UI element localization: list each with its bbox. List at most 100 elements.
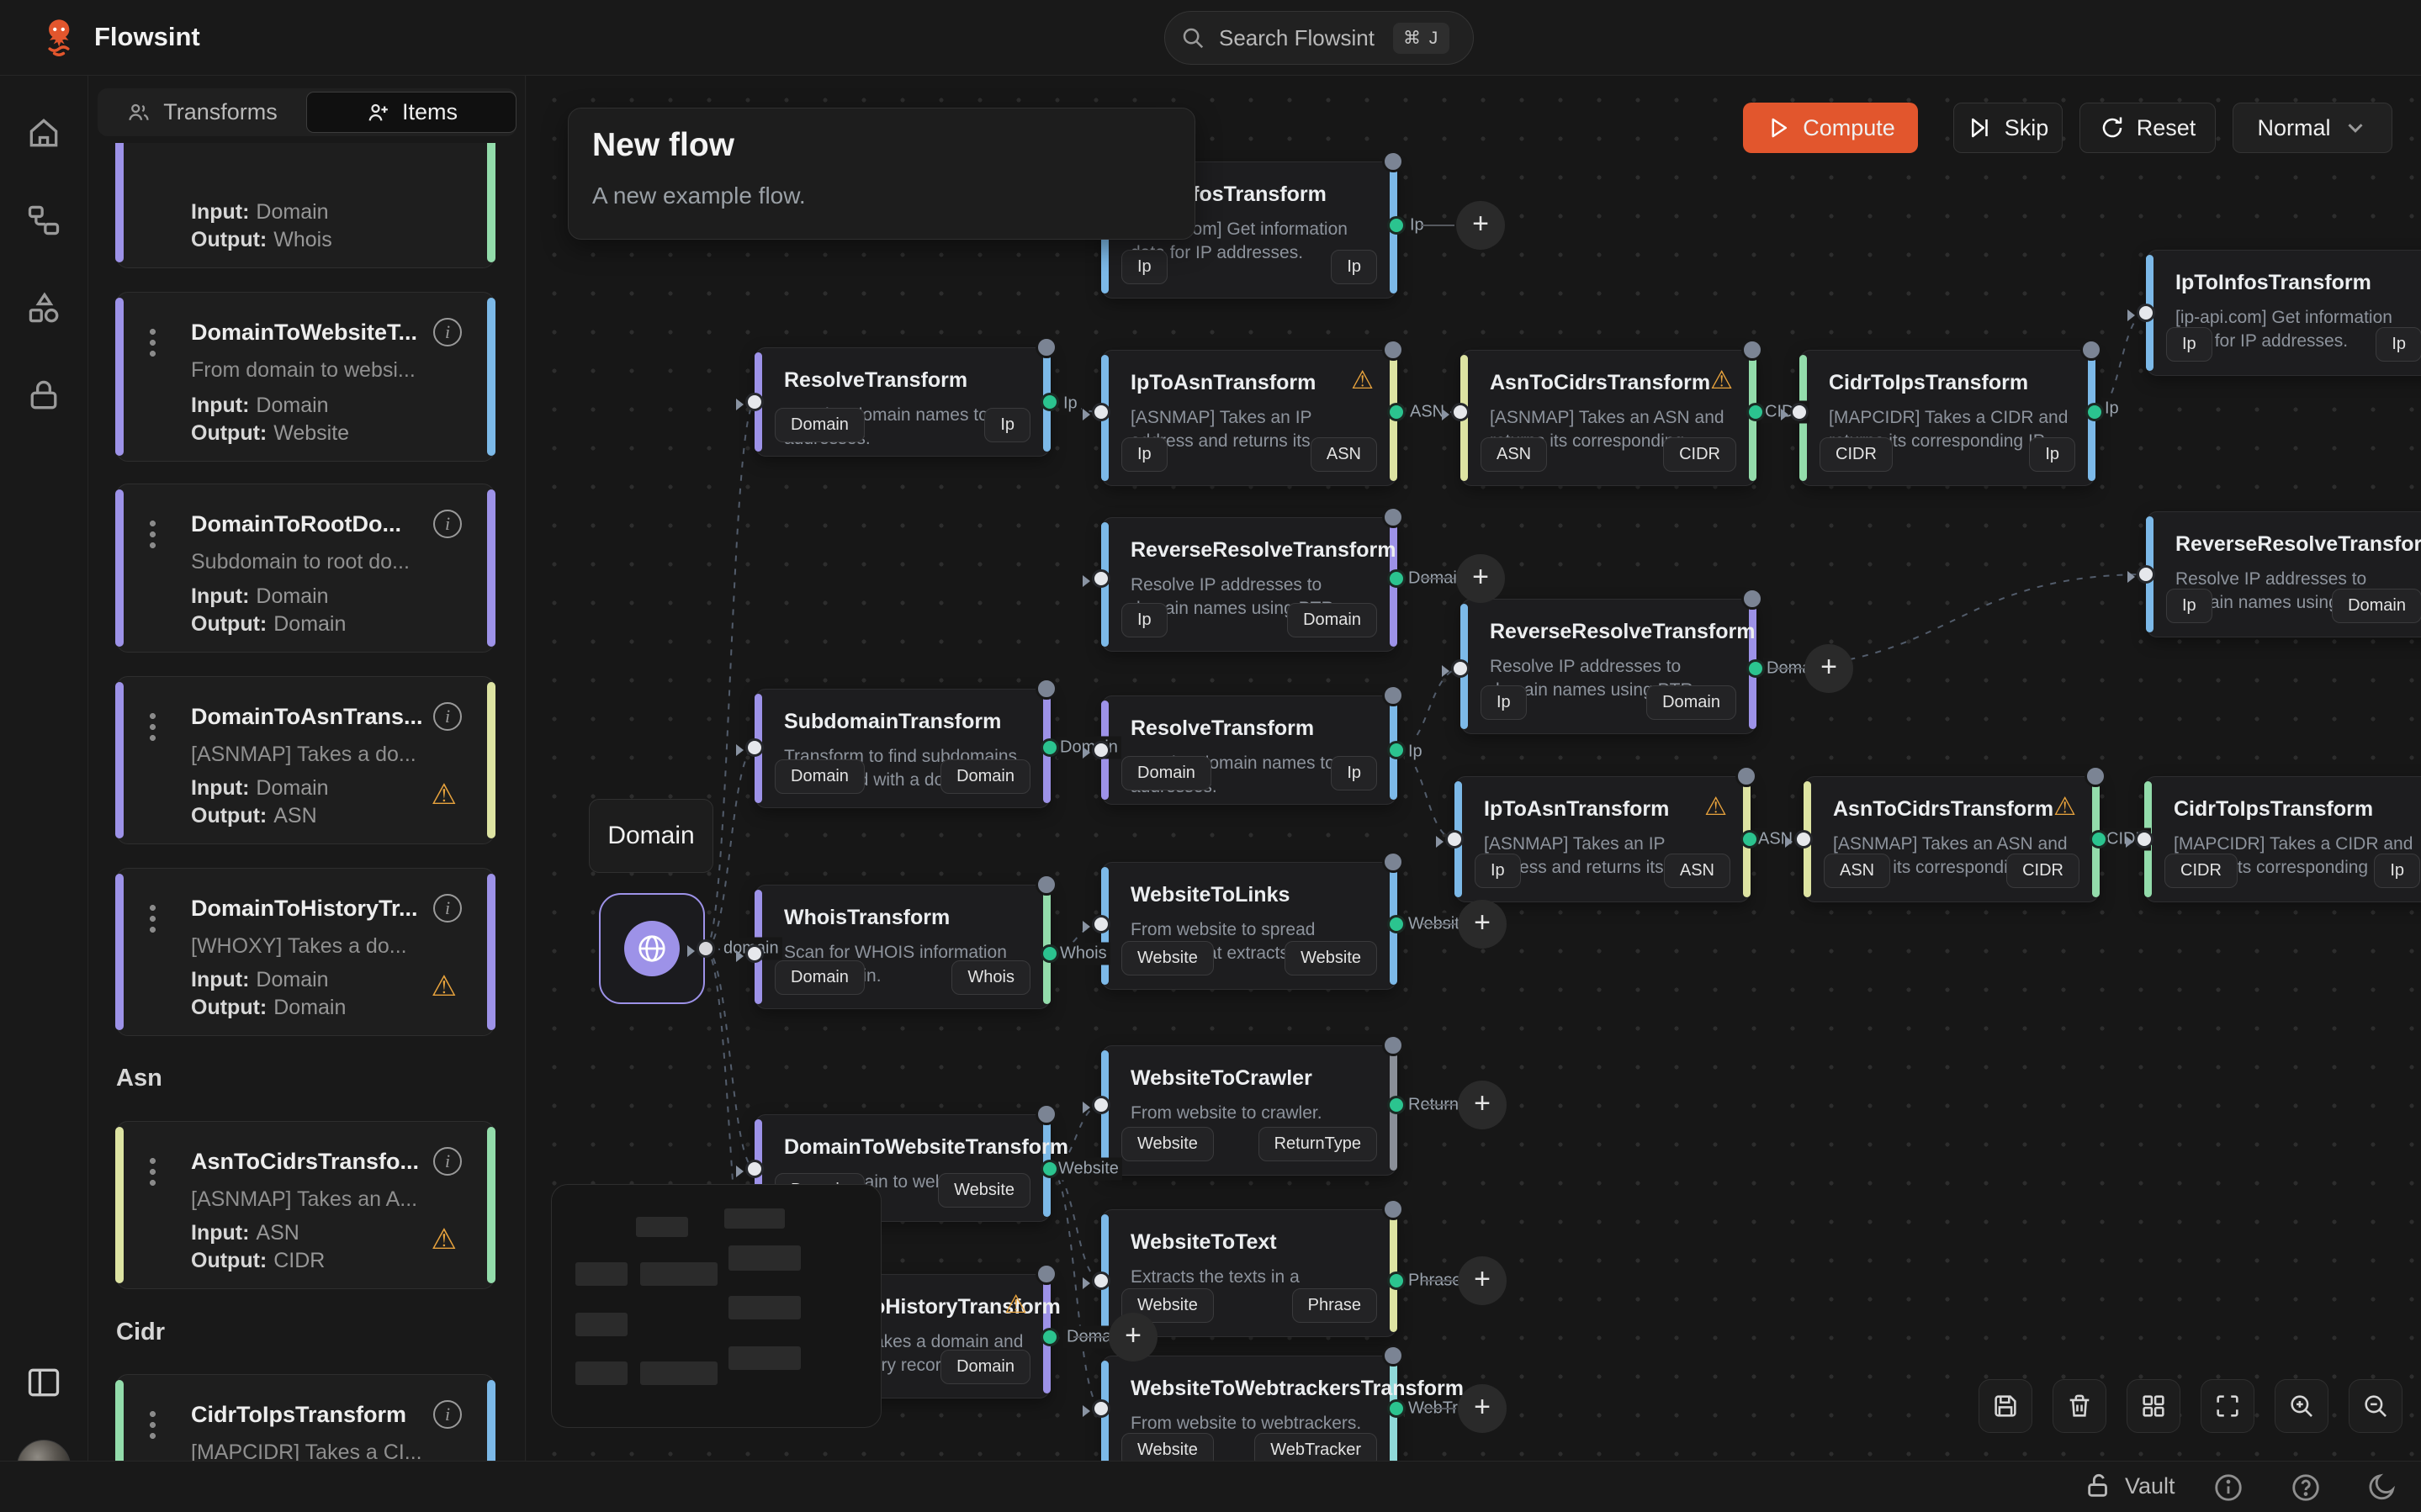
add-node-button[interactable]: + bbox=[1422, 1081, 1507, 1129]
flow-canvas[interactable]: IpToInfosTransform[ip-api.com] Get infor… bbox=[527, 76, 2421, 1461]
skip-button[interactable]: Skip bbox=[1953, 103, 2063, 153]
drag-handle-icon[interactable] bbox=[147, 711, 161, 744]
add-node-button[interactable]: + bbox=[1769, 644, 1853, 693]
fit-view-button[interactable] bbox=[2201, 1379, 2254, 1433]
node-input-handle[interactable] bbox=[1083, 915, 1110, 933]
transform-card[interactable]: DomainToAsnTrans...i[ASNMAP] Takes a do.… bbox=[115, 676, 495, 844]
reset-button[interactable]: Reset bbox=[2079, 103, 2216, 153]
add-node-button[interactable]: + bbox=[1422, 1256, 1507, 1305]
theme-toggle-button[interactable] bbox=[2365, 1472, 2397, 1504]
tab-items[interactable]: Items bbox=[306, 92, 517, 133]
item-node-label[interactable]: Domain bbox=[589, 799, 713, 873]
rail-item-items[interactable] bbox=[25, 289, 62, 326]
node-input-handle[interactable] bbox=[736, 738, 764, 757]
node-top-handle[interactable] bbox=[1735, 765, 1757, 787]
node-input-handle[interactable] bbox=[2127, 304, 2155, 322]
add-node-button[interactable]: + bbox=[1421, 201, 1505, 250]
info-icon[interactable]: i bbox=[433, 1147, 462, 1176]
node-top-handle[interactable] bbox=[1382, 151, 1404, 172]
transform-card[interactable]: DomainToHistoryTr...i[WHOXY] Takes a do.… bbox=[115, 868, 495, 1036]
node-input-handle[interactable] bbox=[1083, 1096, 1110, 1114]
drag-handle-icon[interactable] bbox=[147, 1409, 161, 1442]
node-input-handle[interactable] bbox=[736, 1160, 764, 1178]
search-input[interactable]: Search Flowsint ⌘ J bbox=[1164, 11, 1474, 65]
node-output-handle[interactable] bbox=[1041, 1328, 1059, 1346]
node-input-handle[interactable] bbox=[1442, 403, 1470, 421]
rail-item-flows[interactable] bbox=[25, 202, 62, 239]
info-icon[interactable]: i bbox=[433, 894, 462, 923]
delete-button[interactable] bbox=[2053, 1379, 2106, 1433]
layout-button[interactable] bbox=[2127, 1379, 2180, 1433]
node-output-handle[interactable] bbox=[1387, 741, 1406, 759]
add-node-button[interactable]: + bbox=[1422, 1384, 1507, 1433]
flow-node-cidrtoips-2[interactable]: CidrToIpsTransform[MAPCIDR] Takes a CIDR… bbox=[2144, 776, 2421, 902]
node-output-handle[interactable] bbox=[1041, 944, 1059, 963]
flow-node-cidrtoips-1[interactable]: CidrToIpsTransform[MAPCIDR] Takes a CIDR… bbox=[1799, 350, 2095, 486]
zoom-out-button[interactable] bbox=[2349, 1379, 2402, 1433]
node-top-handle[interactable] bbox=[2080, 339, 2102, 361]
node-top-handle[interactable] bbox=[1036, 1263, 1057, 1285]
node-top-handle[interactable] bbox=[1036, 1103, 1057, 1125]
flow-node-iptoinfos-right[interactable]: IpToInfosTransform[ip-api.com] Get infor… bbox=[2146, 250, 2421, 376]
node-input-handle[interactable] bbox=[1442, 659, 1470, 678]
drag-handle-icon[interactable] bbox=[147, 1155, 161, 1189]
node-input-handle[interactable] bbox=[1083, 741, 1110, 759]
node-top-handle[interactable] bbox=[1036, 678, 1057, 700]
rail-item-security[interactable] bbox=[25, 377, 62, 414]
node-output-handle[interactable] bbox=[1387, 1399, 1406, 1418]
flow-node-iptoasn-2[interactable]: IpToAsnTransform[ASNMAP] Takes an IP add… bbox=[1454, 776, 1751, 902]
sidebar-toggle-button[interactable] bbox=[25, 1364, 62, 1401]
minimap[interactable] bbox=[551, 1184, 882, 1428]
node-output-handle[interactable] bbox=[1746, 403, 1765, 421]
add-node-button[interactable]: + bbox=[1421, 554, 1505, 603]
node-output-handle[interactable] bbox=[1740, 830, 1759, 849]
node-output-handle[interactable] bbox=[1387, 569, 1406, 588]
node-input-handle[interactable] bbox=[1781, 403, 1809, 421]
node-output-handle[interactable] bbox=[2085, 403, 2104, 421]
node-top-handle[interactable] bbox=[1741, 339, 1763, 361]
zoom-in-button[interactable] bbox=[2275, 1379, 2328, 1433]
node-input-handle[interactable] bbox=[1083, 1399, 1110, 1418]
node-top-handle[interactable] bbox=[1382, 685, 1404, 706]
info-button[interactable] bbox=[2212, 1472, 2244, 1504]
node-output-handle[interactable] bbox=[1041, 393, 1059, 411]
node-top-handle[interactable] bbox=[1382, 1034, 1404, 1056]
node-top-handle[interactable] bbox=[1036, 336, 1057, 358]
info-icon[interactable]: i bbox=[433, 318, 462, 346]
node-output-handle[interactable] bbox=[2090, 830, 2108, 849]
flow-node-iptoasn-1[interactable]: IpToAsnTransform[ASNMAP] Takes an IP add… bbox=[1101, 350, 1397, 486]
vault-button[interactable]: Vault bbox=[2085, 1472, 2175, 1500]
compute-button[interactable]: Compute bbox=[1743, 103, 1918, 153]
save-button[interactable] bbox=[1979, 1379, 2032, 1433]
node-input-handle[interactable] bbox=[2126, 830, 2153, 849]
info-icon[interactable]: i bbox=[433, 510, 462, 538]
node-output-handle[interactable] bbox=[1041, 738, 1059, 757]
info-icon[interactable]: i bbox=[433, 1400, 462, 1429]
flow-node-asntocidrs-2[interactable]: AsnToCidrsTransform[ASNMAP] Takes an ASN… bbox=[1804, 776, 2100, 902]
node-top-handle[interactable] bbox=[1382, 1345, 1404, 1367]
node-output-handle[interactable] bbox=[1387, 1096, 1406, 1114]
drag-handle-icon[interactable] bbox=[147, 518, 161, 552]
node-top-handle[interactable] bbox=[2085, 765, 2106, 787]
node-output-handle[interactable] bbox=[1387, 1271, 1406, 1290]
node-input-handle[interactable] bbox=[1083, 403, 1110, 421]
node-input-handle[interactable] bbox=[736, 393, 764, 411]
mode-select[interactable]: Normal bbox=[2233, 103, 2392, 153]
node-top-handle[interactable] bbox=[1382, 851, 1404, 873]
node-top-handle[interactable] bbox=[1382, 1198, 1404, 1220]
rail-item-home[interactable] bbox=[25, 114, 62, 151]
node-output-handle[interactable] bbox=[1746, 659, 1765, 678]
add-node-button[interactable]: + bbox=[1073, 1313, 1158, 1361]
